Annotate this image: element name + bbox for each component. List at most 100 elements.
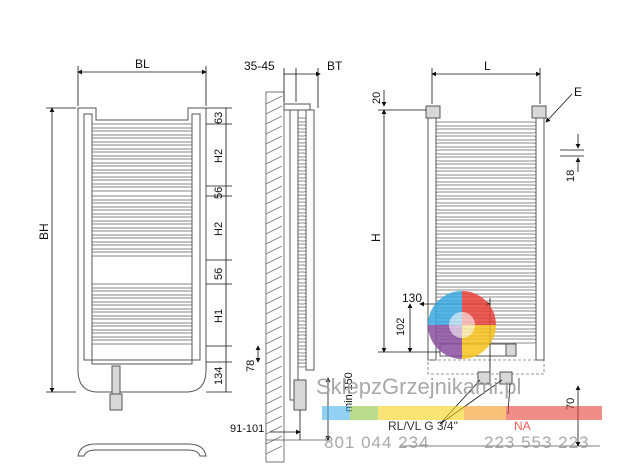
side-bar bbox=[297, 180, 307, 186]
side-bar bbox=[297, 334, 307, 340]
side-bar bbox=[297, 222, 307, 228]
connection-height-label: 102 bbox=[395, 318, 407, 336]
valve-body bbox=[111, 365, 121, 395]
valve-left bbox=[477, 371, 491, 385]
front-bars bbox=[91, 123, 193, 345]
radiator-bar bbox=[91, 290, 193, 296]
phone-1: 801 044 234 bbox=[324, 433, 430, 452]
color-strip-red bbox=[506, 406, 602, 420]
side-bar bbox=[297, 362, 307, 368]
side-bar bbox=[297, 236, 307, 242]
back-bar bbox=[435, 261, 537, 267]
radiator-frame bbox=[77, 107, 207, 393]
side-bar bbox=[297, 243, 307, 249]
bh-label: BH bbox=[37, 223, 51, 240]
side-bracket bbox=[283, 103, 311, 111]
radiator-bar bbox=[91, 297, 193, 303]
side-bar bbox=[297, 215, 307, 221]
side-bar bbox=[297, 145, 307, 151]
back-bar bbox=[435, 289, 537, 295]
pipe-spacing-label: 130 bbox=[402, 291, 422, 305]
side-bar bbox=[297, 299, 307, 305]
radiator-bar bbox=[91, 186, 193, 192]
back-bracket-right bbox=[531, 105, 547, 119]
side-tube-back bbox=[289, 109, 299, 401]
back-bar bbox=[435, 247, 537, 253]
back-bracket-left bbox=[425, 105, 441, 119]
side-bars bbox=[297, 117, 307, 368]
dim-78: 78 bbox=[245, 360, 257, 372]
side-bar bbox=[297, 131, 307, 137]
side-bar bbox=[297, 264, 307, 270]
color-strip-blue bbox=[322, 406, 350, 420]
back-bar bbox=[435, 149, 537, 155]
wall-distance-label: 35-45 bbox=[244, 59, 275, 73]
radiator-bar bbox=[91, 151, 193, 157]
back-bar bbox=[435, 275, 537, 281]
back-bar bbox=[435, 121, 537, 127]
side-bar bbox=[297, 229, 307, 235]
side-view: 35-45 BT 78 min-150 91-101 bbox=[230, 59, 355, 463]
back-bar bbox=[435, 184, 537, 190]
color-strip-orange bbox=[464, 406, 506, 420]
back-bar bbox=[435, 219, 537, 225]
radiator-bar bbox=[91, 216, 193, 222]
side-bar bbox=[297, 173, 307, 179]
side-bar bbox=[297, 285, 307, 291]
segment-label: H1 bbox=[213, 309, 225, 323]
side-bar bbox=[297, 327, 307, 333]
side-bar bbox=[297, 320, 307, 326]
back-bar bbox=[435, 170, 537, 176]
radiator-bar bbox=[91, 158, 193, 164]
brand-watermark: SklepzGrzejnikami.pl bbox=[316, 374, 521, 399]
connection-cap bbox=[505, 343, 517, 357]
side-bar bbox=[297, 341, 307, 347]
side-bar bbox=[297, 250, 307, 256]
radiator-bar bbox=[91, 230, 193, 236]
radiator-bar bbox=[91, 144, 193, 150]
side-bar bbox=[297, 208, 307, 214]
radiator-bar bbox=[91, 172, 193, 178]
segment-label: 63 bbox=[213, 112, 225, 124]
radiator-bar bbox=[91, 179, 193, 185]
color-strip-green bbox=[350, 406, 378, 420]
radiator-bar bbox=[91, 318, 193, 324]
h-label: H bbox=[369, 233, 383, 242]
side-bar bbox=[297, 348, 307, 354]
radiator-bar bbox=[91, 202, 193, 208]
wall bbox=[265, 91, 285, 463]
l-label: L bbox=[484, 59, 491, 73]
side-bar bbox=[297, 278, 307, 284]
back-bar bbox=[435, 240, 537, 246]
back-bar bbox=[435, 198, 537, 204]
bar-pitch-label: 18 bbox=[565, 170, 577, 182]
back-bar bbox=[435, 142, 537, 148]
side-bar bbox=[297, 152, 307, 158]
side-bar bbox=[297, 194, 307, 200]
segment-label: 56 bbox=[213, 268, 225, 280]
wall-hatch bbox=[265, 95, 283, 455]
back-bar bbox=[435, 254, 537, 260]
back-bar bbox=[435, 156, 537, 162]
radiator-bar bbox=[91, 311, 193, 317]
logo-icon bbox=[428, 291, 496, 359]
e-label: E bbox=[574, 85, 582, 99]
radiator-bar bbox=[91, 325, 193, 331]
side-bar bbox=[297, 124, 307, 130]
offset-label: 91-101 bbox=[230, 423, 264, 435]
back-bar bbox=[435, 282, 537, 288]
towel-holder bbox=[77, 443, 207, 457]
back-bar bbox=[435, 212, 537, 218]
side-tube-front bbox=[305, 109, 315, 371]
back-bar bbox=[435, 268, 537, 274]
bottom-bar bbox=[91, 359, 193, 365]
radiator-bar bbox=[91, 195, 193, 201]
side-bar bbox=[297, 138, 307, 144]
side-bar bbox=[297, 187, 307, 193]
watermark: SklepzGrzejnikami.pl RL/VL G 3/4" NA 801… bbox=[316, 291, 602, 452]
bl-label: BL bbox=[135, 57, 150, 71]
radiator-bar bbox=[91, 137, 193, 143]
side-bar bbox=[297, 271, 307, 277]
segment-label: 134 bbox=[213, 367, 225, 385]
